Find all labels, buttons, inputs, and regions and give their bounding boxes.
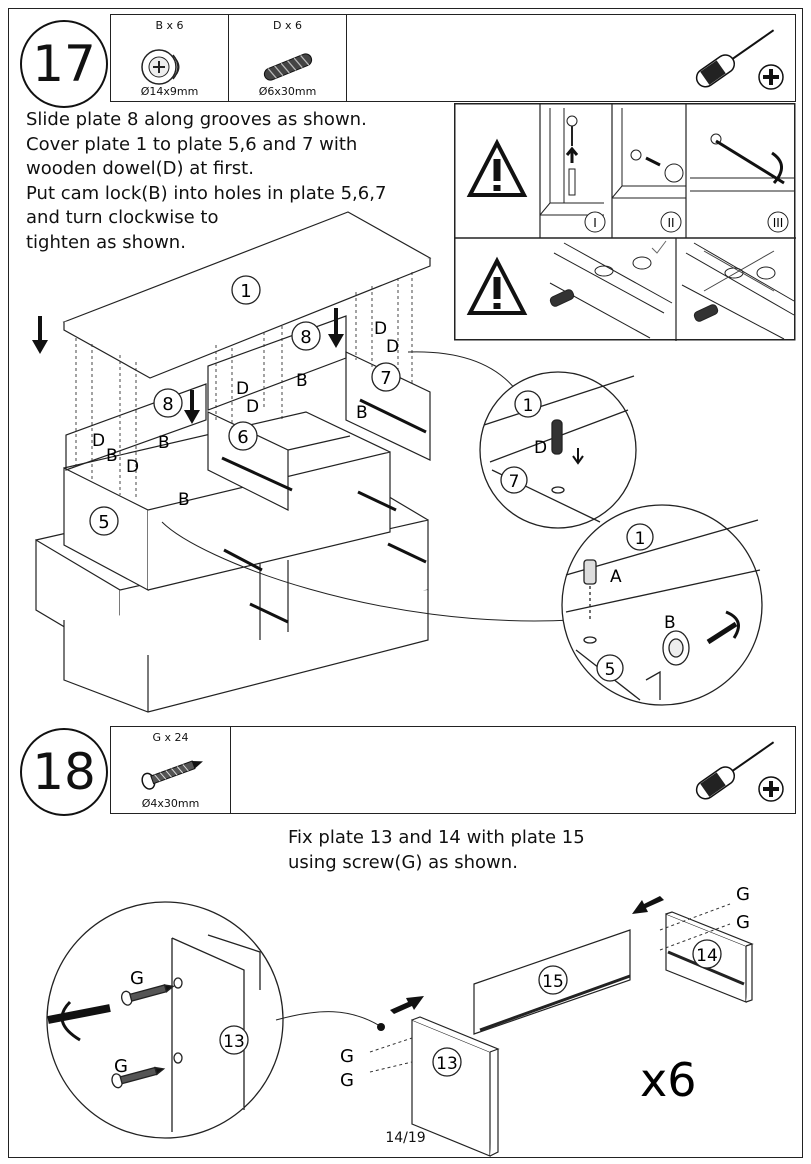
alignment-lines: [369, 903, 731, 1073]
zoom-detail-screws: [46, 901, 284, 1139]
part-qty: G x 24: [152, 731, 189, 744]
hw-label: B: [664, 613, 676, 633]
hardware-labels: B B B B B D D D D D D: [92, 319, 399, 510]
step-17-number: 17: [20, 20, 108, 108]
substep-marker-circles: [584, 211, 789, 233]
step-18-instructions: Fix plate 13 and 14 with plate 15 using …: [288, 826, 585, 875]
instruction-line: using screw(G) as shown.: [288, 851, 518, 873]
hw-label: D: [374, 319, 387, 339]
instruction-line: Cover plate 1 to plate 5,6 and 7 with: [26, 133, 358, 155]
direction-arrow-icon: [390, 896, 664, 1014]
part-size: Ø6x30mm: [258, 85, 317, 98]
screwdriver-icon: [695, 29, 784, 90]
hw-label: D: [126, 457, 139, 477]
substep-i-illustration: [539, 108, 604, 216]
hw-label: B: [296, 371, 308, 391]
hw-label: G: [340, 1046, 354, 1067]
callout-line: [275, 1011, 381, 1027]
substep-label: III: [773, 216, 784, 230]
warning-triangle-icon: [466, 256, 528, 315]
hw-label: G: [736, 912, 750, 933]
warning-triangle-icon: [466, 138, 528, 197]
instruction-line: Fix plate 13 and 14 with plate 15: [288, 827, 585, 848]
plate-label-circles: [89, 275, 401, 536]
plate-7: [345, 351, 431, 461]
zoom-detail-cam-lock: [561, 504, 763, 706]
substep-label: I: [593, 216, 597, 230]
hw-label: D: [246, 397, 259, 417]
plate-6: [207, 411, 289, 511]
plate-label: 7: [509, 472, 520, 492]
instruction-line: tighten as shown.: [26, 231, 186, 253]
zoom-detail-dowel: [479, 371, 637, 529]
plate-label-circles: [432, 939, 722, 1077]
screwdriver-icon: [695, 741, 784, 802]
part-screw-cell: G x 24 Ø4x30mm: [111, 727, 231, 813]
hw-label: D: [386, 337, 399, 357]
hw-label: G: [114, 1056, 128, 1077]
step-18-number: 18: [20, 728, 108, 816]
hardware-labels: G G G G: [340, 884, 750, 1091]
hw-label: B: [158, 433, 170, 453]
plate-label: 15: [542, 972, 564, 992]
dowel-correct-illustration: [549, 240, 673, 339]
substep-iii-illustration: [690, 133, 794, 192]
plate-label: 5: [605, 660, 616, 680]
callout-dot: [377, 1023, 385, 1031]
dowel-wrong-illustration: [681, 242, 795, 340]
plate-label: 14: [696, 946, 718, 966]
hw-label: G: [130, 968, 144, 989]
hw-label: D: [236, 379, 249, 399]
cam-lock-icon: [141, 49, 180, 85]
part-qty: D x 6: [273, 19, 302, 32]
wooden-dowel-icon: [263, 53, 313, 81]
hw-label: B: [106, 446, 118, 466]
instruction-line: wooden dowel(D) at first.: [26, 158, 254, 179]
warning-panel: I II III: [454, 103, 796, 341]
hw-label: B: [178, 490, 190, 510]
instruction-line: Slide plate 8 along grooves as shown.: [26, 109, 367, 130]
hw-label: A: [610, 567, 622, 587]
instruction-line: Put cam lock(B) into holes in plate 5,6,…: [26, 182, 387, 204]
plate-label: 7: [380, 368, 391, 389]
instruction-line: and turn clockwise to: [26, 207, 219, 228]
plate-label: 8: [300, 327, 311, 348]
hw-label: D: [534, 438, 547, 458]
part-size: Ø4x30mm: [141, 797, 200, 810]
step-17-diagram: 1 8 8 7 6 5 B B B B B D D D D D D 1 7 D: [32, 211, 763, 713]
hw-label: D: [92, 431, 105, 451]
plate-label: 1: [635, 529, 646, 549]
plate-label: 1: [523, 396, 534, 416]
hw-label: G: [340, 1070, 354, 1091]
substep-ii-illustration: [611, 108, 686, 199]
step-18-parts-bar: G x 24 Ø4x30mm: [110, 726, 796, 814]
part-qty: B x 6: [155, 19, 184, 32]
plate-label: 5: [98, 512, 109, 533]
part-dowel-cell: D x 6 Ø6x30mm: [229, 15, 347, 101]
screw-icon: [141, 760, 203, 790]
step-17-parts-bar: B x 6 Ø14x9mm D x 6 Ø6x30mm: [110, 14, 796, 102]
callout-lines: [161, 351, 573, 622]
multiplier-label: x6: [640, 1053, 697, 1107]
down-arrow-icon: [32, 308, 344, 424]
plate-label: 13: [436, 1054, 458, 1074]
plate-label: 6: [237, 427, 248, 448]
part-size: Ø14x9mm: [140, 85, 199, 98]
drawer-rails: [221, 398, 427, 624]
part-cam-lock-cell: B x 6 Ø14x9mm: [111, 15, 229, 101]
hw-label: B: [356, 403, 368, 423]
page-number: 14/19: [385, 1130, 426, 1146]
alignment-lines: [75, 272, 413, 500]
plate-label: 8: [162, 394, 173, 415]
substep-label: II: [667, 216, 674, 230]
page-frame: [8, 8, 803, 1158]
plate-label: 13: [223, 1032, 245, 1052]
plate-label: 1: [240, 281, 251, 302]
hw-label: G: [736, 884, 750, 905]
step-17-instructions: Slide plate 8 along grooves as shown. Co…: [26, 108, 386, 255]
step-18-diagram: 13 G G 13 15 14 G G G G x6: [46, 884, 754, 1157]
